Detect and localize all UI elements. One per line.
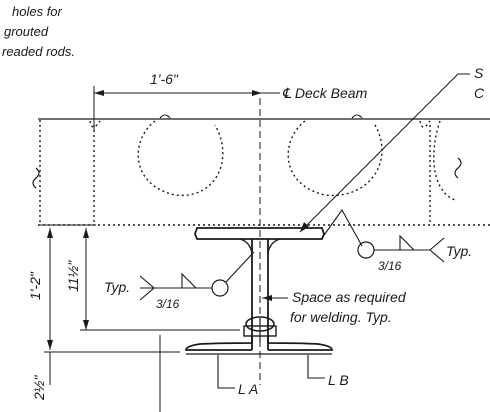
weld-symbol-left-fillet [181, 272, 197, 289]
hole-right [419, 120, 431, 128]
beam-web [251, 239, 269, 350]
beam-top-flange [194, 227, 325, 240]
note-space-line-2: for welding. Typ. [290, 309, 392, 325]
weld-arrow-left [225, 251, 255, 283]
beam-fillet-right [267, 238, 281, 254]
dimension-arrow-right [252, 90, 262, 96]
note-space-line-1: Space as required [292, 289, 407, 305]
void-right [287, 120, 383, 197]
weld-all-around-left [211, 279, 229, 297]
centerline-deck-beam-label: ℄ Deck Beam [282, 85, 368, 101]
note-holes-line-1: holes for [12, 4, 63, 19]
dimension-arrow-overall-bottom [47, 340, 53, 350]
dimension-bottom-offset: 2½" [31, 375, 47, 401]
dimension-beam-spacing: 1'-6" [150, 71, 179, 87]
note-top-right-1: S [474, 65, 484, 81]
angle-a [185, 336, 253, 351]
dimension-arrow-web-bottom [83, 320, 89, 330]
note-holes-line-3: readed rods. [2, 44, 75, 59]
void-far-right [433, 120, 456, 201]
weld-all-around-right [357, 241, 375, 259]
angle-b [267, 336, 333, 351]
notch-top-left [159, 114, 171, 119]
dimension-overall-height: 1'-2" [27, 271, 43, 300]
notch-top-right [351, 114, 363, 119]
beam-fillet-left [239, 238, 253, 254]
leader-angle-a [217, 355, 235, 389]
dimension-arrow-overall-top [47, 228, 53, 238]
dimension-web-height: 11½" [65, 260, 81, 292]
hole-left [89, 120, 101, 128]
leader-top-right [299, 73, 470, 233]
break-mark-left [32, 167, 40, 189]
break-mark-right [454, 157, 462, 179]
note-top-right-2: C [474, 85, 485, 101]
weld-size-left: 3/16 [156, 297, 180, 311]
dimension-arrow-web-top [83, 228, 89, 238]
weld-typ-right: Typ. [446, 243, 472, 259]
weld-typ-left: Typ. [104, 279, 130, 295]
dimension-arrow-left [94, 90, 104, 96]
void-left [137, 120, 224, 197]
leader-arrow-top-right [300, 222, 309, 232]
weld-symbol-right-fillet [399, 234, 415, 251]
angle-a-label: L A [238, 381, 258, 397]
angle-b-label: L B [328, 372, 349, 388]
weld-size-right: 3/16 [378, 259, 402, 273]
leader-angle-b [307, 355, 325, 379]
note-holes-line-2: grouted [4, 24, 49, 39]
leader-space-note-arrow [262, 295, 272, 301]
weld-symbol-right-flag [429, 237, 445, 263]
weld-symbol-right-arrow-line [321, 208, 363, 247]
